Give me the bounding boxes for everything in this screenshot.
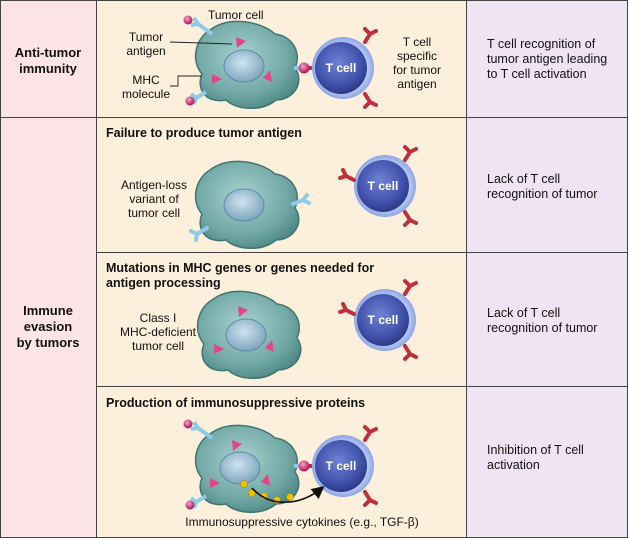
- tumor-cell-row1: [183, 15, 306, 109]
- tcr-receptor: [403, 279, 418, 296]
- caption-cytokines: Immunosuppressive cytokines (e.g., TGF-β…: [185, 515, 419, 529]
- grid-line: [0, 0, 1, 538]
- row-anti-tumor-outcome-cell: [466, 0, 628, 118]
- tumor-antigen: [236, 37, 246, 48]
- tumor-cell-immunosuppressive: [183, 419, 306, 513]
- tumor-antigen: [212, 74, 222, 84]
- tcr-receptor: [403, 145, 418, 162]
- mhc-molecule: [291, 193, 311, 206]
- tcell-label: T cell: [326, 61, 357, 75]
- caption-mhc-deficient: Class I MHC-deficient tumor cell: [119, 311, 197, 353]
- tcell-row1: T cell: [298, 27, 378, 109]
- tumor-cell-mhc-deficient: [196, 290, 302, 379]
- antigen-tcr-contact: [298, 62, 310, 74]
- leader-line: [169, 41, 233, 45]
- leader-line: [170, 75, 202, 87]
- tcr-receptor: [403, 210, 418, 227]
- row-immune-evasion-label-cell: [0, 118, 96, 538]
- heading-failure-antigen: Failure to produce tumor antigen: [106, 126, 302, 140]
- tumor-antigen: [261, 474, 270, 486]
- grid-line: [96, 252, 628, 253]
- tumor-antigen: [263, 70, 272, 82]
- tcr-receptor: [338, 302, 356, 316]
- grid-line: [466, 0, 467, 538]
- tcr-receptor: [363, 490, 378, 507]
- grid-line: [96, 386, 628, 387]
- caption-tcell-specific: T cell specific for tumor antigen: [392, 35, 441, 91]
- caption-tumor-antigen: Tumor antigen: [126, 30, 166, 58]
- row-label-immune-evasion: Immune evasion by tumors: [16, 303, 80, 350]
- row-immune-evasion-outcome-cell: [466, 118, 628, 538]
- cytokine-inhibition-arrow: [251, 485, 325, 504]
- row-label-anti-tumor: Anti-tumor immunity: [14, 45, 82, 76]
- tcell-label: T cell: [368, 313, 399, 327]
- grid-line: [96, 0, 97, 538]
- tumor-antigen: [265, 340, 274, 352]
- grid-line: [0, 117, 628, 118]
- tumor-antigen: [214, 344, 224, 354]
- caption-antigen-loss: Antigen-loss variant of tumor cell: [120, 178, 188, 220]
- tcell-label: T cell: [368, 179, 399, 193]
- outcome-failure-antigen: Lack of T cell recognition of tumor: [487, 172, 598, 201]
- tcr-receptor: [363, 92, 378, 109]
- tcr-receptor: [363, 27, 378, 44]
- tumor-antigen: [238, 306, 248, 317]
- tcell-label: T cell: [326, 459, 357, 473]
- tcr-receptor: [363, 425, 378, 442]
- tcell-row3: T cell: [338, 279, 418, 361]
- tumor-cell-antigen-loss: [189, 160, 311, 249]
- caption-tumor-cell: Tumor cell: [208, 8, 264, 22]
- outcome-immunosuppressive: Inhibition of T cell activation: [487, 443, 584, 472]
- tcell-row4: T cell: [298, 425, 378, 507]
- antigen-tcr-contact: [298, 460, 310, 472]
- tcr-receptor: [403, 344, 418, 361]
- outcome-mhc-mutation: Lack of T cell recognition of tumor: [487, 306, 598, 335]
- caption-mhc-molecule: MHC molecule: [121, 73, 171, 101]
- heading-mhc-mutation: Mutations in MHC genes or genes needed f…: [106, 261, 375, 290]
- tcr-receptor: [338, 168, 356, 182]
- tumor-antigen: [232, 440, 242, 451]
- outcome-anti-tumor: T cell recognition of tumor antigen lead…: [487, 37, 608, 81]
- tumor-antigen: [210, 478, 220, 488]
- row-anti-tumor-label-cell: [0, 0, 96, 118]
- heading-immunosuppressive: Production of immunosuppressive proteins: [106, 396, 366, 410]
- tcell-row2: T cell: [338, 145, 418, 227]
- mhc-molecule: [189, 226, 209, 242]
- grid-line: [0, 0, 628, 1]
